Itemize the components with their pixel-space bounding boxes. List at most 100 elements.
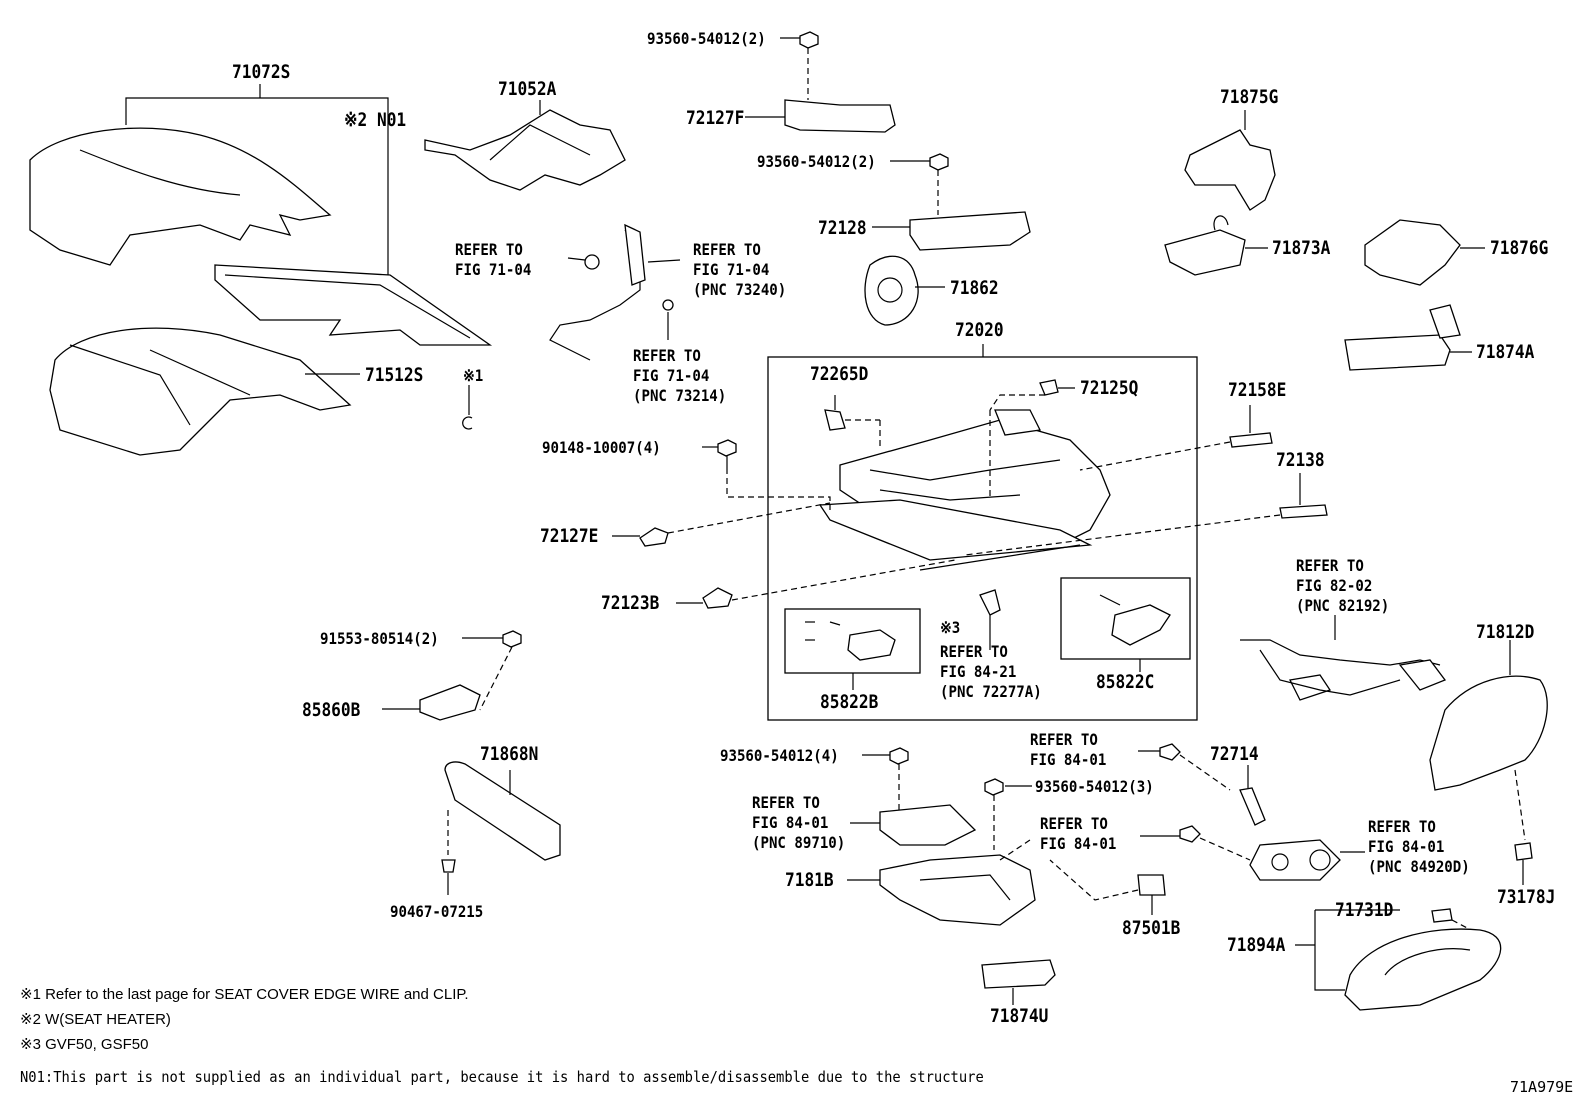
label-71876g: 71876G bbox=[1490, 237, 1549, 259]
label-71868n: 71868N bbox=[480, 743, 539, 765]
seat-heater-n01 bbox=[214, 264, 493, 346]
label-90148: 90148-10007(4) bbox=[542, 438, 661, 457]
bolt-91553 bbox=[479, 630, 522, 711]
harness-73240 bbox=[549, 223, 674, 361]
switch-84920d bbox=[1249, 839, 1341, 881]
footnote-3: ※3 GVF50, GSF50 bbox=[20, 1036, 149, 1053]
label-93560-4: 93560-54012(4) bbox=[720, 746, 839, 765]
cover-72127e bbox=[639, 527, 669, 547]
bracket-72265d bbox=[824, 409, 846, 431]
seat-cover-71072s bbox=[29, 127, 332, 266]
cover-71868n bbox=[444, 761, 561, 861]
label-71894a: 71894A bbox=[1227, 934, 1286, 956]
cover-72123b bbox=[702, 587, 733, 609]
label-71052a: 71052A bbox=[498, 78, 557, 100]
refer-fig-84-01-pnc-89710[interactable]: REFER TO FIG 84-01 (PNC 89710) bbox=[752, 793, 846, 852]
label-85822c: 85822C bbox=[1096, 671, 1155, 693]
frame-7181b bbox=[879, 854, 1036, 926]
label-72123b: 72123B bbox=[601, 592, 660, 614]
refer-fig-71-04-a[interactable]: REFER TO FIG 71-04 bbox=[455, 240, 532, 279]
frame-71052a bbox=[424, 109, 626, 191]
footnote-2: ※2 W(SEAT HEATER) bbox=[20, 1011, 171, 1028]
refer-fig-82-02-pnc-82192[interactable]: REFER TO FIG 82-02 (PNC 82192) bbox=[1296, 556, 1390, 615]
bracket-71876g bbox=[1364, 219, 1461, 286]
label-72265d: 72265D bbox=[810, 363, 869, 385]
ecu-89710 bbox=[879, 804, 977, 846]
label-72714: 72714 bbox=[1210, 743, 1259, 765]
label-72138: 72138 bbox=[1276, 449, 1325, 471]
clip-90467 bbox=[441, 859, 456, 873]
label-71812d: 71812D bbox=[1476, 621, 1535, 643]
label-72020: 72020 bbox=[955, 319, 1004, 341]
clip-73178j bbox=[1514, 842, 1533, 861]
label-x3: ※3 bbox=[940, 618, 961, 637]
figure-code: 71A979E bbox=[1510, 1078, 1574, 1096]
refer-fig-71-04-pnc-73240[interactable]: REFER TO FIG 71-04 (PNC 73240) bbox=[693, 240, 787, 299]
bolt-84-01-top bbox=[1159, 743, 1231, 791]
label-93560-3: 93560-54012(3) bbox=[1035, 777, 1154, 796]
label-72127f: 72127F bbox=[686, 107, 745, 129]
bracket-72277a bbox=[979, 589, 1001, 616]
label-91553: 91553-80514(2) bbox=[320, 629, 439, 648]
label-72125q: 72125Q bbox=[1080, 377, 1139, 399]
screw-93560-4 bbox=[889, 747, 909, 810]
clip-72125q bbox=[1039, 379, 1059, 396]
cover-71894a bbox=[1344, 928, 1502, 1011]
bolt-90148 bbox=[717, 439, 737, 468]
cover-72127f bbox=[784, 99, 896, 133]
label-72127e: 72127E bbox=[540, 525, 599, 547]
label-90467: 90467-07215 bbox=[390, 902, 484, 921]
box-85822c bbox=[1060, 577, 1191, 660]
refer-fig-84-21-pnc-72277a[interactable]: REFER TO FIG 84-21 (PNC 72277A) bbox=[940, 642, 1042, 701]
cover-71812d bbox=[1429, 675, 1548, 791]
label-71072s: 71072S bbox=[232, 61, 291, 83]
cover-72138 bbox=[1279, 504, 1328, 519]
label-71862: 71862 bbox=[950, 277, 999, 299]
label-n01: ※2 N01 bbox=[344, 109, 407, 131]
bolt-84-01-mid bbox=[1179, 825, 1251, 861]
label-87501b: 87501B bbox=[1122, 917, 1181, 939]
switch-85860b bbox=[419, 684, 481, 721]
bracket-71875g bbox=[1184, 129, 1276, 211]
bracket-72714 bbox=[1239, 787, 1266, 826]
label-93560-top: 93560-54012(2) bbox=[647, 29, 766, 48]
label-71731d: 71731D bbox=[1335, 899, 1394, 921]
label-72158e: 72158E bbox=[1228, 379, 1287, 401]
harness-82192 bbox=[1240, 639, 1447, 701]
leader-71072s bbox=[125, 97, 389, 287]
bracket-71873a bbox=[1164, 215, 1246, 276]
footnote-n01: N01:This part is not supplied as an indi… bbox=[20, 1068, 984, 1086]
sensor-87501b bbox=[1137, 874, 1166, 896]
label-x1: ※1 bbox=[463, 366, 484, 385]
motor-85822c bbox=[1099, 594, 1171, 646]
refer-fig-84-01-b[interactable]: REFER TO FIG 84-01 bbox=[1040, 814, 1117, 853]
label-85860b: 85860B bbox=[302, 699, 361, 721]
refer-fig-84-01-pnc-84920d[interactable]: REFER TO FIG 84-01 (PNC 84920D) bbox=[1368, 817, 1470, 876]
label-85822b: 85822B bbox=[820, 691, 879, 713]
screw-93560-mid bbox=[929, 153, 949, 215]
cover-72158e bbox=[1229, 432, 1273, 448]
screw-93560-top bbox=[799, 31, 819, 100]
label-71874u: 71874U bbox=[990, 1005, 1049, 1027]
refer-fig-71-04-pnc-73214[interactable]: REFER TO FIG 71-04 (PNC 73214) bbox=[633, 346, 727, 405]
label-72128: 72128 bbox=[818, 217, 867, 239]
cover-71731d bbox=[1431, 908, 1453, 923]
label-73178j: 73178J bbox=[1497, 886, 1556, 908]
cover-71862 bbox=[864, 255, 919, 326]
label-71873a: 71873A bbox=[1272, 237, 1331, 259]
screw-93560-3 bbox=[984, 778, 1004, 850]
label-71874a: 71874A bbox=[1476, 341, 1535, 363]
refer-fig-84-01-a[interactable]: REFER TO FIG 84-01 bbox=[1030, 730, 1107, 769]
seat-track-72020 bbox=[818, 409, 1111, 571]
label-71512s: 71512S bbox=[365, 364, 424, 386]
footnote-1: ※1 Refer to the last page for SEAT COVER… bbox=[20, 986, 469, 1003]
seat-cushion-71512s bbox=[49, 327, 352, 456]
cover-72128 bbox=[909, 211, 1031, 251]
cover-71874a bbox=[1344, 304, 1461, 371]
motor-85822b bbox=[805, 621, 896, 661]
label-93560-mid: 93560-54012(2) bbox=[757, 152, 876, 171]
label-7181b: 7181B bbox=[785, 869, 834, 891]
label-71875g: 71875G bbox=[1220, 86, 1279, 108]
